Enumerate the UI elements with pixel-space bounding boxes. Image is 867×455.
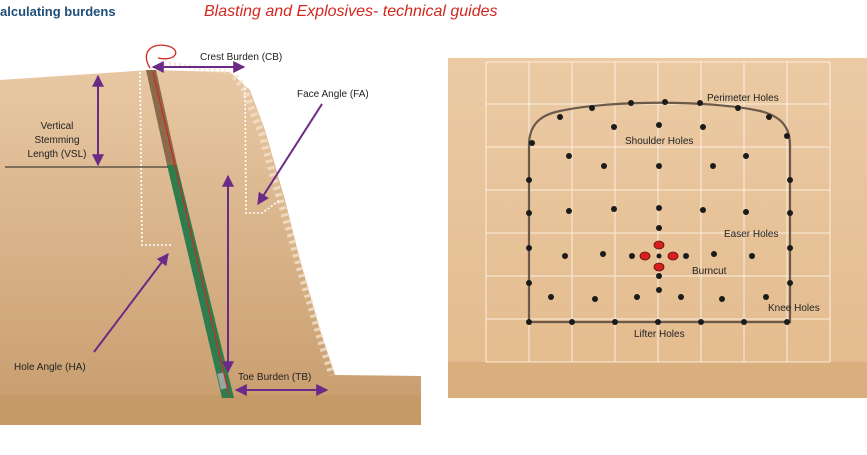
- detonating-cord: [152, 71, 230, 396]
- vsl-label-line3: Length (VSL): [28, 149, 87, 160]
- shoulder-holes: [566, 122, 749, 169]
- easer-holes: [562, 205, 755, 293]
- tunnel-face-diagram: Perimeter Holes Shoulder Holes Easer Hol…: [448, 58, 867, 398]
- perimeter-holes-label: Perimeter Holes: [707, 93, 779, 104]
- toe-burden-label: Toe Burden (TB): [238, 372, 311, 383]
- face-angle-label: Face Angle (FA): [297, 89, 369, 100]
- vsl-label-line1: Vertical: [41, 121, 74, 132]
- hole-angle-arrow: [93, 253, 169, 353]
- guide-title: Blasting and Explosives- technical guide…: [204, 3, 498, 20]
- easer-holes-label: Easer Holes: [724, 229, 778, 240]
- burncut-holes: [639, 240, 679, 272]
- vsl-label-line2: Stemming: [34, 135, 79, 146]
- burden-outline: [139, 71, 172, 246]
- bench-diagram: Crest Burden (CB) Face Angle (FA) Vertic…: [0, 44, 421, 425]
- hole-angle-label: Hole Angle (HA): [14, 362, 86, 373]
- knee-holes: [548, 294, 769, 302]
- blasthole-charge: [167, 165, 234, 398]
- lifter-holes: [526, 319, 790, 325]
- rock-face-texture: [232, 73, 336, 377]
- lifter-holes-label: Lifter Holes: [634, 329, 685, 340]
- primer: [217, 372, 227, 390]
- face-angle-arrow: [257, 103, 323, 206]
- burncut-label: Burncut: [692, 266, 727, 277]
- cord-loop: [145, 44, 177, 69]
- perimeter-holes: [526, 99, 793, 286]
- knee-holes-label: Knee Holes: [768, 303, 820, 314]
- crest-burden-label: Crest Burden (CB): [200, 52, 282, 63]
- shoulder-holes-label: Shoulder Holes: [625, 136, 693, 147]
- page-heading: alculating burdens: [0, 4, 116, 19]
